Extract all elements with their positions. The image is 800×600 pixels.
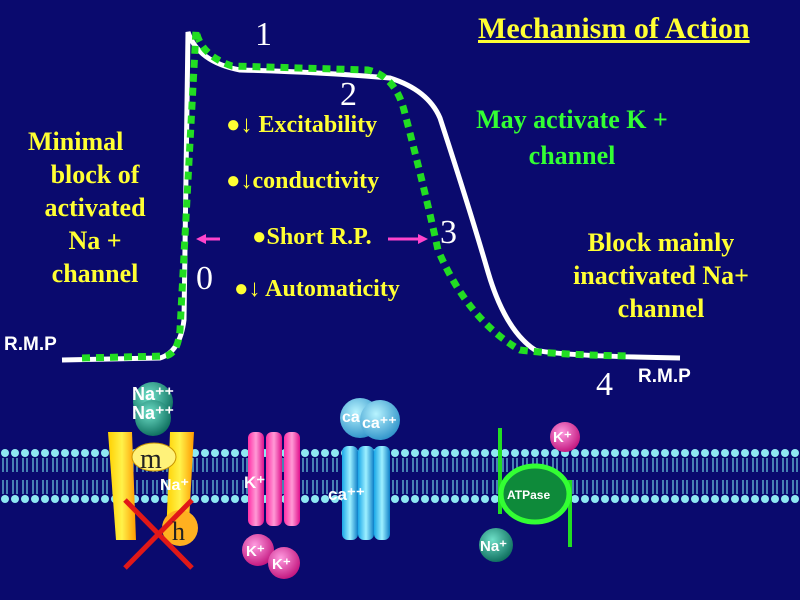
page-title: Mechanism of Action [478,12,750,45]
svg-text:ca: ca [342,409,360,426]
ca-ion-2 [360,400,400,440]
k-pump-ion [550,422,580,452]
drug-effect-curve [81,29,631,362]
svg-text:K⁺: K⁺ [244,473,265,492]
m-gate [131,442,177,472]
phase-1-label: 1 [255,16,272,53]
potassium-channel: K⁺ K⁺ K⁺ [242,432,300,579]
na-pump-ion [479,528,513,562]
inactivated-block-label: Block mainly inactivated Na+ channel [573,228,749,323]
svg-text:ATPase: ATPase [507,488,550,502]
svg-text:Na⁺: Na⁺ [160,477,189,494]
rmp-right-label: R.M.P [638,366,691,387]
svg-text:h: h [172,517,185,546]
svg-text:ca⁺⁺: ca⁺⁺ [328,485,365,504]
svg-text:Na⁺⁺: Na⁺⁺ [132,403,174,423]
svg-text:K⁺: K⁺ [272,556,291,573]
svg-text:Na⁺⁺: Na⁺⁺ [132,384,174,404]
phase-4-label: 4 [596,366,613,403]
k-activation-label: May activate K + channel [476,105,668,170]
calcium-channel: ca ca⁺⁺ ca⁺⁺ [328,398,400,540]
svg-text:m: m [140,444,162,475]
k-ion-1 [242,534,274,566]
svg-text:K⁺: K⁺ [553,429,572,446]
phase-0-label: 0 [196,260,213,297]
k-ion-2 [268,547,300,579]
rmp-left-label: R.M.P [4,334,57,355]
svg-text:K⁺: K⁺ [246,543,265,560]
bullet-automaticity: ●↓ Automaticity [234,276,400,302]
bullet-conductivity: ●↓conductivity [226,168,380,194]
svg-text:Na⁺: Na⁺ [480,538,507,555]
bullet-excitability: ●↓ Excitability [226,112,378,138]
svg-text:ca⁺⁺: ca⁺⁺ [362,415,397,432]
atpase-pump: ATPase K⁺ Na⁺ [479,422,580,562]
minimal-block-label: Minimal block of activated Na + channel [28,127,146,288]
phase-2-label: 2 [340,76,357,113]
phase-3-label: 3 [440,214,457,251]
na-ion-top-2 [135,400,171,436]
sodium-channel: Na⁺⁺ Na⁺⁺ m Na⁺ h [108,382,198,570]
block-cross-2 [123,498,194,570]
bullet-short-rp: ●Short R.P. [252,224,372,250]
